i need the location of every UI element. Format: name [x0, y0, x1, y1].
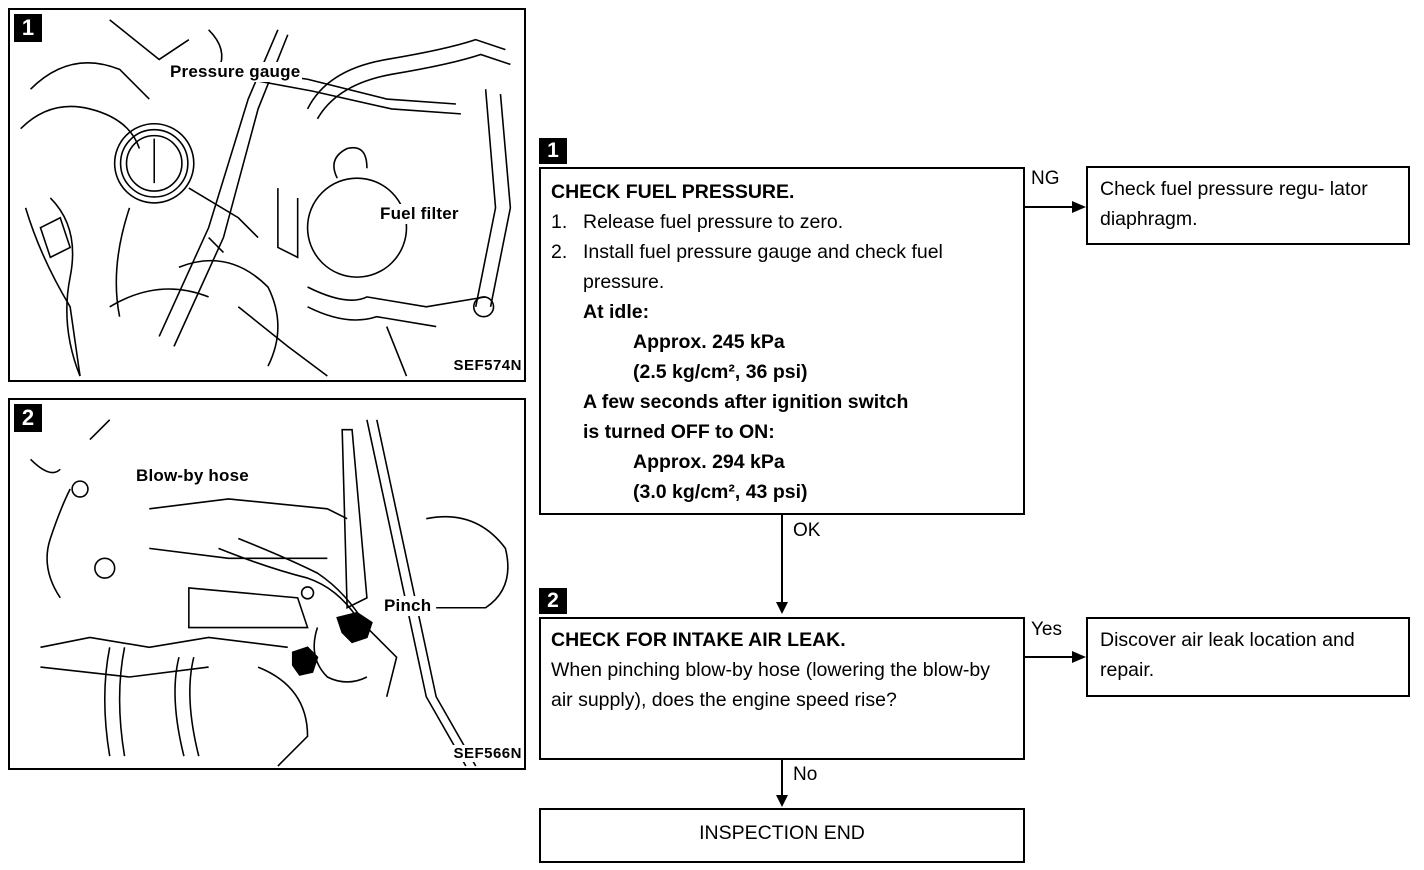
yes-result-text: Discover air leak location and repair.	[1100, 629, 1355, 681]
ng-connector-line	[1025, 206, 1073, 208]
ok-connector-line	[781, 515, 783, 602]
yes-connector-line	[1025, 656, 1073, 658]
ok-label: OK	[793, 520, 821, 541]
callout-blow-by-hose: Blow-by hose	[134, 466, 251, 486]
ok-arrow-icon	[776, 602, 788, 614]
ng-result-box: Check fuel pressure regu- lator diaphrag…	[1086, 166, 1410, 245]
after-ignition-label: A few seconds after ignition switch	[583, 391, 909, 413]
after-ignition-value-alt: (3.0 kg/cm², 43 psi)	[633, 481, 808, 503]
figure-code: SEF566N	[453, 745, 522, 762]
step-1-box: CHECK FUEL PRESSURE. 1. Release fuel pre…	[539, 167, 1025, 515]
item-number: 1.	[551, 211, 568, 233]
item-text: Release fuel pressure to zero.	[583, 211, 844, 233]
yes-label: Yes	[1031, 619, 1062, 640]
engine-illustration-blow-by-hose	[30, 419, 509, 767]
no-label: No	[793, 764, 818, 785]
idle-value-alt: (2.5 kg/cm², 36 psi)	[633, 361, 808, 383]
step-1-title: CHECK FUEL PRESSURE.	[551, 181, 795, 203]
step-1-item: 2. Install fuel pressure gauge and check…	[551, 237, 1013, 297]
ng-label: NG	[1031, 168, 1060, 189]
item-number: 2.	[551, 241, 568, 263]
inspection-end-text: INSPECTION END	[699, 822, 865, 844]
figure-number-badge: 1	[14, 14, 42, 42]
after-ignition-label-cont: is turned OFF to ON:	[583, 421, 775, 443]
after-ignition-value: Approx. 294 kPa	[633, 451, 785, 473]
yes-arrow-icon	[1072, 651, 1086, 663]
ng-result-text: Check fuel pressure regu- lator diaphrag…	[1100, 178, 1368, 230]
ng-arrow-icon	[1072, 201, 1086, 213]
step-2-question: When pinching blow-by hose (lowering the…	[551, 659, 990, 711]
idle-value: Approx. 245 kPa	[633, 331, 785, 353]
callout-fuel-filter: Fuel filter	[378, 204, 461, 224]
engine-illustration-fuel-gauge	[20, 19, 512, 377]
inspection-end-box: INSPECTION END	[539, 808, 1025, 863]
figure-fuel-pressure-gauge: 1 Pressure gauge Fuel filter SEF574N	[8, 8, 526, 382]
step-2-box: CHECK FOR INTAKE AIR LEAK. When pinching…	[539, 617, 1025, 760]
no-arrow-icon	[776, 795, 788, 807]
figure-code: SEF574N	[453, 357, 522, 374]
figure-blow-by-hose: 2 Blow-by hose Pinch SEF566N	[8, 398, 526, 770]
callout-pressure-gauge: Pressure gauge	[168, 62, 303, 82]
step-1-badge: 1	[539, 138, 567, 164]
step-2-title: CHECK FOR INTAKE AIR LEAK.	[551, 629, 846, 651]
step-1-item: 1. Release fuel pressure to zero.	[551, 207, 1013, 237]
callout-pinch: Pinch	[382, 596, 434, 616]
idle-label: At idle:	[583, 301, 650, 323]
no-connector-line	[781, 760, 783, 796]
item-text: Install fuel pressure gauge and check fu…	[583, 241, 943, 293]
figure-number-badge: 2	[14, 404, 42, 432]
step-2-badge: 2	[539, 588, 567, 614]
yes-result-box: Discover air leak location and repair.	[1086, 617, 1410, 697]
